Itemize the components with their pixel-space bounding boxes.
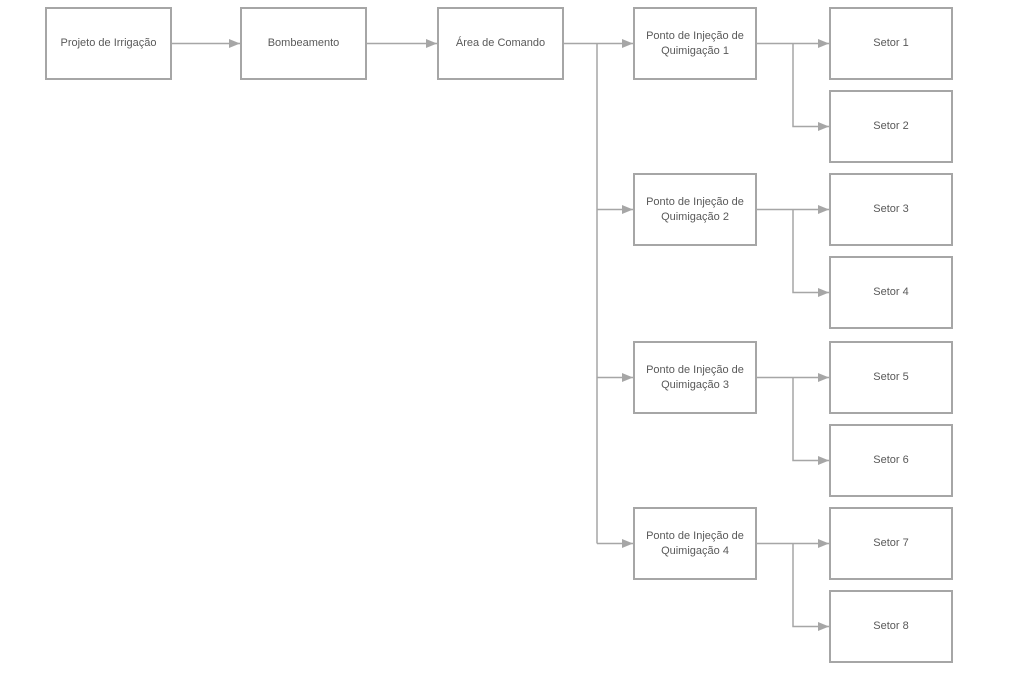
node-bombeamento[interactable]: Bombeamento	[240, 7, 367, 80]
node-setor-5[interactable]: Setor 5	[829, 341, 953, 414]
node-projeto-de-irrigacao[interactable]: Projeto de Irrigação	[45, 7, 172, 80]
node-ponto-injecao-quimigacao-1[interactable]: Ponto de Injeção de Quimigação 1	[633, 7, 757, 80]
node-label: Setor 7	[873, 537, 909, 550]
node-ponto-injecao-quimigacao-2[interactable]: Ponto de Injeção de Quimigação 2	[633, 173, 757, 246]
node-label: Ponto de Injeção de Quimigação 2	[646, 195, 744, 223]
node-label: Setor 6	[873, 454, 909, 467]
node-setor-6[interactable]: Setor 6	[829, 424, 953, 497]
node-label: Setor 5	[873, 371, 909, 384]
node-setor-2[interactable]: Setor 2	[829, 90, 953, 163]
node-label: Ponto de Injeção de Quimigação 3	[646, 363, 744, 391]
node-label: Ponto de Injeção de Quimigação 4	[646, 529, 744, 557]
node-label: Ponto de Injeção de Quimigação 1	[646, 29, 744, 57]
node-label: Setor 4	[873, 286, 909, 299]
node-label: Bombeamento	[267, 37, 340, 50]
edge-ponto-2-setor-4	[792, 209, 829, 297]
node-ponto-injecao-quimigacao-3[interactable]: Ponto de Injeção de Quimigação 3	[633, 341, 757, 414]
node-setor-1[interactable]: Setor 1	[829, 7, 953, 80]
node-setor-3[interactable]: Setor 3	[829, 173, 953, 246]
node-label: Setor 3	[873, 203, 909, 216]
edge-ponto-4-setor-8	[792, 543, 829, 631]
node-area-de-comando[interactable]: Área de Comando	[437, 7, 564, 80]
node-setor-8[interactable]: Setor 8	[829, 590, 953, 663]
node-label: Setor 2	[873, 120, 909, 133]
node-setor-4[interactable]: Setor 4	[829, 256, 953, 329]
edge-ponto-3-setor-6	[792, 377, 829, 465]
node-setor-7[interactable]: Setor 7	[829, 507, 953, 580]
node-label: Área de Comando	[455, 37, 546, 50]
node-label: Projeto de Irrigação	[60, 37, 157, 50]
node-label: Setor 1	[873, 37, 909, 50]
node-ponto-injecao-quimigacao-4[interactable]: Ponto de Injeção de Quimigação 4	[633, 507, 757, 580]
node-label: Setor 8	[873, 620, 909, 633]
edge-ponto-1-setor-2	[792, 43, 829, 131]
